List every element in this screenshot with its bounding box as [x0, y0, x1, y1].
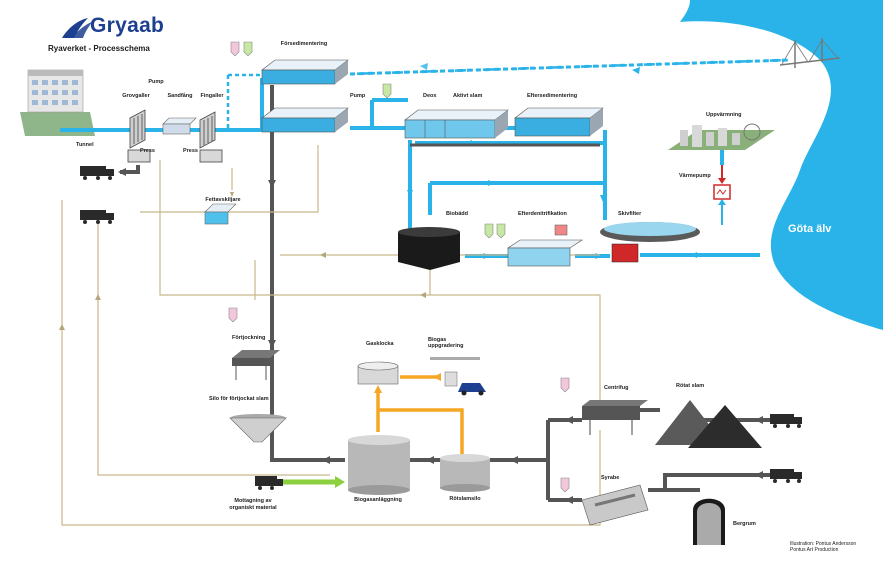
- sludge-arrows: [118, 168, 763, 504]
- label-gasklocka: Gasklocka: [366, 341, 394, 347]
- label-centrifug: Centrifug: [604, 385, 629, 391]
- label-biogasanlaggning: Biogasanläggning: [354, 497, 402, 503]
- label-uppvarmning: Uppvärmning: [706, 112, 742, 118]
- brand-name: Gryaab: [90, 14, 165, 37]
- label-eftersedimentering: Eftersedimentering: [527, 93, 578, 99]
- varmepump: [713, 165, 731, 225]
- rotat-slam-piles: [655, 400, 762, 448]
- truck-icon-4: [770, 469, 802, 483]
- label-aktivt-slam: Aktivt slam: [453, 93, 483, 99]
- silo: [229, 414, 287, 443]
- label-forsedimentering: Försedimentering: [280, 41, 328, 47]
- credit-line-2: Pontus Art Production: [790, 547, 839, 554]
- label-mottagning: Mottagning av organiskt material: [229, 498, 277, 511]
- syrabe: [581, 484, 649, 526]
- biogas-uppgradering: [430, 357, 480, 387]
- label-pump-top: Pump: [148, 79, 164, 85]
- fettavskiljare: [204, 203, 237, 225]
- label-syrabe: Syrabe: [601, 475, 620, 481]
- aktivt-slam-basin: [404, 109, 509, 139]
- illustration-credit: Illustration: Pontus Andersson Pontus Ar…: [790, 541, 856, 554]
- label-fortjockning: Förtjockning: [232, 335, 266, 341]
- skivfilter: [600, 222, 700, 263]
- label-efterdenitrifikation: Efterdenitrifikation: [518, 211, 567, 217]
- return-lines: [61, 145, 601, 526]
- truck-icon-2: [80, 210, 114, 224]
- label-biogas-uppgradering: Biogas uppgradering: [428, 337, 464, 350]
- gryaab-logo-icon: [62, 18, 92, 38]
- label-deox: Deox: [423, 93, 437, 99]
- label-rotat-slam: Rötat slam: [676, 383, 705, 389]
- return-arrows: [59, 192, 426, 330]
- truck-icon-5: [255, 476, 283, 490]
- label-silo: Silo för förtjockat slam: [209, 396, 269, 402]
- label-tunnel: Tunnel: [76, 142, 94, 148]
- label-biobadd: Biobädd: [446, 211, 468, 217]
- label-bergrum: Bergrum: [733, 521, 756, 527]
- credit-line-1: Illustration: Pontus Andersson: [790, 541, 857, 547]
- grovgaller: [127, 109, 151, 163]
- fortjockning: [232, 350, 280, 380]
- label-skivfilter: Skivfilter: [618, 211, 642, 217]
- fingaller: [199, 111, 223, 163]
- label-pump-mid: Pump: [350, 93, 366, 99]
- rotslamsilo: [440, 454, 490, 492]
- bridge-icon: [779, 38, 841, 68]
- biogasanlaggning: [348, 435, 410, 495]
- forsedimentering-tanks: [261, 59, 349, 133]
- label-press-right: Press: [183, 148, 198, 154]
- gasklocka: [357, 361, 399, 385]
- chemical-dosing-icons: [228, 41, 570, 493]
- label-press-left: Press: [140, 148, 155, 154]
- gota-alv-river: [680, 0, 883, 330]
- efterdenitrifikation: [507, 224, 583, 267]
- uppvarmning-city: [668, 123, 775, 150]
- car-icon: [458, 383, 486, 396]
- label-varmepump: Värmepump: [679, 173, 711, 179]
- biobadd: [398, 227, 460, 270]
- label-fettavskiljare: Fettavskiljare: [205, 197, 241, 203]
- sandfang: [162, 117, 197, 135]
- label-gota-alv: Göta älv: [788, 223, 832, 235]
- label-grovgaller: Grovgaller: [122, 93, 150, 99]
- plant-building: [20, 69, 95, 136]
- label-sandfang: Sandfång: [167, 93, 193, 99]
- label-fingaller: Fingaller: [200, 93, 224, 99]
- truck-icon-3: [770, 414, 802, 428]
- gas-arrows: [374, 373, 441, 393]
- centrifug: [582, 400, 648, 435]
- diagram-subtitle: Ryaverket - Processchema: [48, 44, 150, 53]
- truck-icon-1: [80, 166, 114, 180]
- bergrum: [693, 498, 725, 545]
- label-rotslamsilo: Rötslamsilo: [449, 496, 481, 502]
- eftersedimentering-tank: [514, 107, 604, 137]
